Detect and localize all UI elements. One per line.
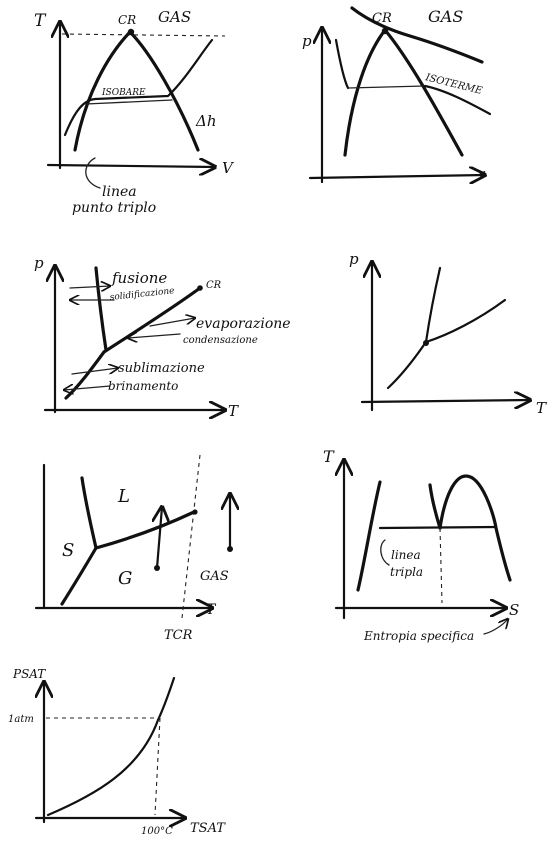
panel-pv-diagram: p v CR GAS ISOTERME	[302, 6, 492, 182]
isobar-label: ISOBARE	[101, 88, 146, 98]
triple-line-pointer	[380, 539, 390, 566]
tsat-axis-label: TSAT	[190, 821, 226, 836]
critical-isotherm	[350, 6, 484, 64]
panel-pt-plain: p T	[349, 250, 547, 417]
triple-line-label-2: tripla	[390, 565, 423, 579]
t-axis-label: T	[228, 402, 239, 420]
p-axis-label: p	[34, 254, 44, 272]
fusion-curve	[94, 266, 108, 352]
hundred-celsius-label: 100°C	[141, 826, 173, 837]
critical-point-label: CR	[118, 13, 136, 27]
gas-label: GAS	[200, 569, 229, 584]
v-axis-label: V	[222, 159, 235, 177]
p-axis-label: p	[302, 32, 312, 50]
fusion-curve	[424, 266, 442, 344]
sublimation-curve	[60, 546, 98, 606]
sublimation-label: sublimazione	[118, 361, 205, 376]
critical-temperature-dashed	[181, 454, 201, 619]
panel-pt-transitions: p T CR fusione solidificazione evaporazi…	[34, 254, 291, 420]
gas-label: GAS	[158, 8, 191, 26]
vaporization-curve	[94, 510, 196, 550]
triple-line-bracket	[85, 157, 101, 189]
panel-saturation-curve: PSAT TSAT 1atm 100°C	[8, 667, 226, 837]
start-point-subcritical	[154, 565, 160, 571]
fusion-arrow	[69, 286, 110, 288]
hundred-celsius-dashed	[154, 717, 161, 816]
v-axis	[46, 165, 215, 167]
psat-axis-label: PSAT	[12, 667, 46, 681]
gas-region-label: G	[118, 568, 132, 589]
triple-line-note-1: linea	[102, 184, 137, 200]
fusion-label: fusione	[111, 269, 167, 287]
p-axis-label: p	[349, 250, 359, 268]
critical-temp-label: TCR	[164, 628, 193, 643]
entropy-caption: Entropia specifica	[363, 629, 474, 643]
vaporization-curve	[424, 298, 507, 344]
v-axis	[308, 175, 485, 178]
t-axis-label: T	[34, 11, 47, 31]
triple-line-dashed	[439, 527, 443, 604]
heating-arrow-subcritical	[157, 507, 162, 570]
solid-region-label: S	[62, 540, 74, 561]
t-axis-label: T	[206, 602, 217, 618]
fusion-curve	[80, 476, 98, 550]
critical-point	[192, 509, 198, 515]
isobar-line	[63, 38, 214, 137]
isotherm-label: ISOTERME	[423, 72, 484, 97]
critical-point	[197, 285, 203, 291]
sublimation-curve	[64, 350, 106, 400]
triple-line-label-1: linea	[391, 548, 421, 562]
liquid-region-label: L	[117, 486, 130, 507]
t-axis	[360, 400, 530, 402]
deposition-arrow	[64, 386, 111, 390]
sublimation-curve	[386, 340, 428, 390]
liquid-vapour-dome	[438, 474, 512, 582]
evaporation-label: evaporazione	[196, 316, 291, 332]
critical-point-label: CR	[206, 280, 222, 291]
condensation-arrow	[128, 334, 181, 338]
horizontal-plateau	[85, 99, 173, 105]
start-point-supercritical	[227, 546, 233, 552]
triple-line	[378, 525, 498, 530]
isotherm-gas-branch	[423, 84, 492, 116]
s-axis-label: S	[509, 601, 519, 619]
deposition-label: brinamento	[108, 379, 178, 393]
evaporation-arrow	[149, 318, 195, 327]
triple-point	[423, 340, 429, 346]
sublimation-arrow	[71, 368, 118, 375]
isotherm-liquid-branch	[334, 38, 350, 90]
critical-level-dashed-line	[61, 33, 226, 37]
critical-point-label: CR	[372, 11, 392, 26]
triple-line-note-2: punto triplo	[72, 200, 156, 216]
solidification-label: solidificazione	[109, 286, 175, 303]
t-axis-label: T	[323, 447, 335, 466]
panel-ts-diagram: T S linea tripla Entropia specifica	[323, 447, 519, 643]
vaporization-curve	[102, 286, 202, 354]
delta-h-label: Δh	[195, 112, 217, 130]
critical-point	[127, 28, 135, 36]
gas-label: GAS	[428, 7, 463, 26]
condensation-label: condensazione	[183, 335, 258, 346]
panel-tv-diagram: T V CR GAS ISOBARE Δh linea punto triplo	[34, 8, 235, 216]
panel-pt-regions: T TCR S L G GAS	[34, 454, 233, 643]
entropy-caption-arrow	[483, 619, 508, 635]
v-axis-label: v	[478, 167, 486, 182]
saturation-curve	[46, 676, 176, 817]
one-atm-label: 1atm	[8, 714, 34, 725]
t-axis-label: T	[536, 399, 547, 417]
isotherm-plateau	[347, 85, 426, 89]
